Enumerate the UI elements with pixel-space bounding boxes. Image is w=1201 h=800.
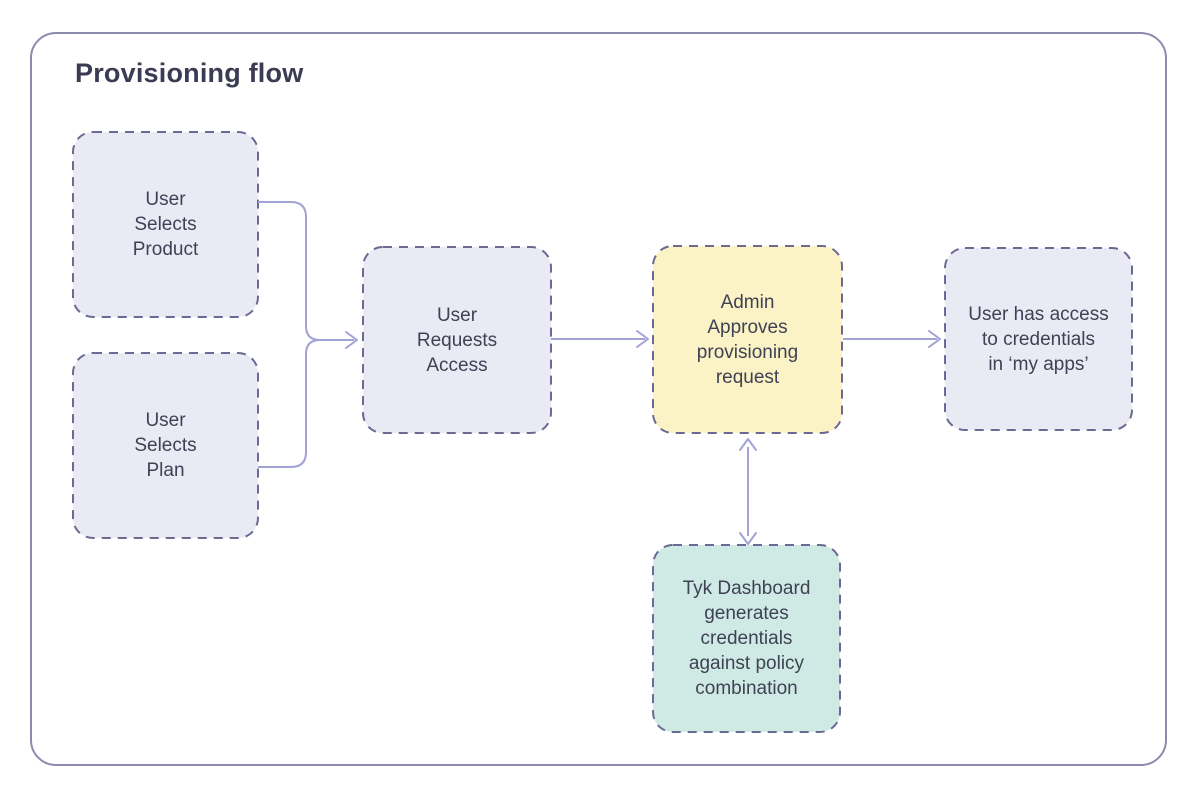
- diagram-title: Provisioning flow: [75, 58, 304, 88]
- node-user-has-access-to-credentials: User has access to credentials in ‘my ap…: [945, 248, 1132, 430]
- node-user-selects-plan: User Selects Plan: [73, 353, 258, 538]
- node-user-requests-access: User Requests Access: [363, 247, 551, 433]
- node-tyk-dashboard-label: Tyk Dashboard generates credentials agai…: [682, 578, 811, 699]
- node-user-selects-product: User Selects Product: [73, 132, 258, 317]
- node-user-has-access-label: User has access to credentials in ‘my ap…: [968, 303, 1109, 375]
- node-admin-approves-label: Admin Approves provisioning request: [696, 291, 799, 388]
- node-user-selects-product-label: User Selects Product: [132, 189, 199, 260]
- node-user-selects-plan-label: User Selects Plan: [134, 410, 197, 481]
- node-tyk-dashboard-generates-credentials: Tyk Dashboard generates credentials agai…: [653, 545, 840, 732]
- node-user-requests-access-label: User Requests Access: [416, 304, 498, 376]
- node-admin-approves-provisioning-request: Admin Approves provisioning request: [653, 246, 842, 433]
